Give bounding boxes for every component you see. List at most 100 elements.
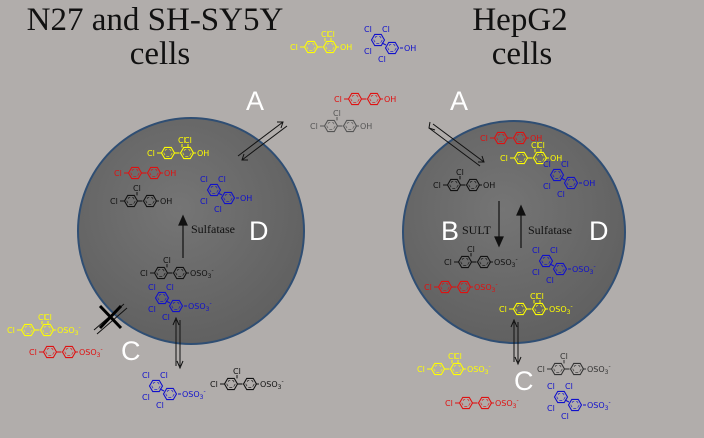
chlorine-label: Cl: [467, 245, 475, 254]
chlorine-label: Cl: [210, 380, 218, 389]
sulfate-label: OSO3-: [587, 363, 611, 376]
chlorine-label: Cl: [532, 268, 540, 277]
chlorine-label: Cl: [110, 197, 118, 206]
chlorine-label: Cl: [178, 136, 186, 145]
hydroxyl-label: OH: [340, 43, 352, 52]
title-right-line1: HepG2: [472, 2, 567, 38]
chlorine-label: Cl: [547, 382, 555, 391]
chlorine-label: Cl: [424, 283, 432, 292]
chlorine-label: Cl: [29, 348, 37, 357]
arrow-sulfatase-left: [178, 214, 188, 258]
chlorine-label: Cl: [546, 276, 554, 285]
hydroxyl-label: OH: [240, 194, 252, 203]
chlorine-label: Cl: [543, 182, 551, 191]
hydroxyl-label: OH: [483, 181, 495, 190]
chlorine-label: Cl: [218, 175, 226, 184]
arrow-c-left: [172, 316, 184, 370]
chlorine-label: Cl: [448, 352, 456, 361]
hydroxyl-label: OH: [164, 169, 176, 178]
arrow-a-right: [428, 121, 485, 167]
chlorine-label: Cl: [333, 109, 341, 118]
title-right-line2: cells: [492, 36, 552, 72]
hydroxyl-label: OH: [583, 179, 595, 188]
chlorine-label: Cl: [162, 313, 170, 322]
chlorine-label: Cl: [114, 169, 122, 178]
hydroxyl-label: OH: [530, 134, 542, 143]
label-a-right: A: [450, 86, 468, 116]
chlorine-label: Cl: [334, 95, 342, 104]
chlorine-label: Cl: [133, 184, 141, 193]
label-d-right: D: [589, 216, 609, 246]
chlorine-label: Cl: [163, 256, 171, 265]
chlorine-label: Cl: [499, 305, 507, 314]
chlorine-label: Cl: [44, 313, 52, 322]
chlorine-label: Cl: [536, 292, 544, 301]
title-left-line2: cells: [130, 36, 190, 72]
chlorine-label: Cl: [445, 399, 453, 408]
chlorine-label: Cl: [147, 149, 155, 158]
label-b-right: B: [441, 216, 459, 246]
chlorine-label: Cl: [310, 122, 318, 131]
chlorine-label: Cl: [160, 371, 168, 380]
hydroxyl-label: OH: [550, 154, 562, 163]
chlorine-label: Cl: [530, 292, 538, 301]
chlorine-label: Cl: [456, 168, 464, 177]
chlorine-label: Cl: [364, 47, 372, 56]
arrow-a-left: [237, 121, 288, 161]
chlorine-label: Cl: [233, 367, 241, 376]
chlorine-label: Cl: [378, 55, 386, 64]
molecule-red-oh-left: Cl OH: [114, 166, 176, 180]
label-c-right: C: [514, 366, 534, 396]
chlorine-label: Cl: [532, 246, 540, 255]
chlorine-label: Cl: [382, 25, 390, 34]
label-a-left: A: [246, 86, 264, 116]
arrow-sult-right: [494, 201, 504, 248]
chlorine-label: Cl: [7, 326, 15, 335]
chlorine-label: Cl: [364, 25, 372, 34]
chlorine-label: Cl: [142, 393, 150, 402]
chlorine-label: Cl: [327, 30, 335, 39]
label-c-left: C: [121, 336, 141, 366]
chlorine-label: Cl: [433, 181, 441, 190]
chlorine-label: Cl: [148, 283, 156, 292]
chlorine-label: Cl: [550, 246, 558, 255]
chlorine-label: Cl: [561, 160, 569, 169]
sulfate-label: OSO3-: [495, 397, 519, 410]
chlorine-label: Cl: [444, 258, 452, 267]
chlorine-label: Cl: [543, 160, 551, 169]
enzyme-sulfatase-right: Sulfatase: [528, 223, 572, 237]
chlorine-label: Cl: [537, 141, 545, 150]
chlorine-label: Cl: [140, 269, 148, 278]
chlorine-label: Cl: [537, 365, 545, 374]
title-left-line1: N27 and SH-SY5Y: [27, 2, 284, 38]
chlorine-label: Cl: [547, 404, 555, 413]
chlorine-label: Cl: [321, 30, 329, 39]
arrow-sulfatase-right: [516, 204, 526, 248]
chlorine-label: Cl: [214, 205, 222, 214]
hydroxyl-label: OH: [197, 149, 209, 158]
sulfate-label: OSO3-: [260, 378, 284, 391]
chlorine-label: Cl: [290, 43, 298, 52]
hydroxyl-label: OH: [360, 122, 372, 131]
enzyme-sult-right: SULT: [462, 223, 492, 237]
chlorine-label: Cl: [38, 313, 46, 322]
sulfate-label: OSO3-: [182, 388, 206, 401]
